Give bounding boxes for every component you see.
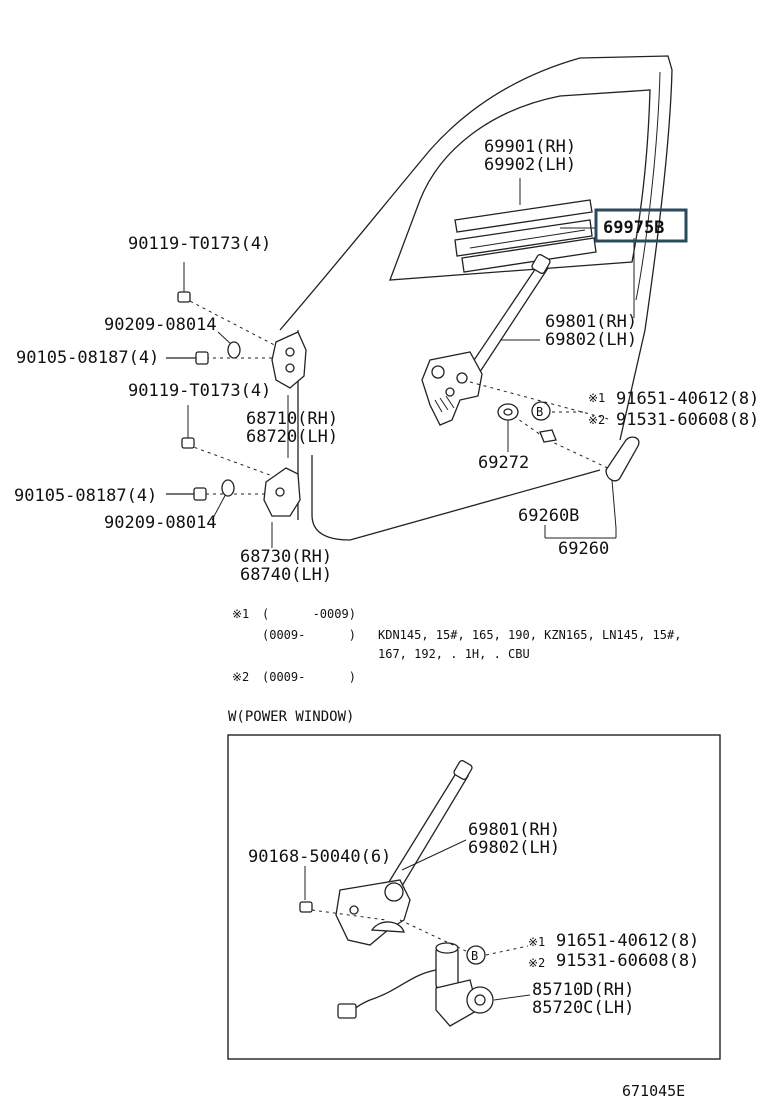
label-handle-69260: 69260 [558,539,609,559]
bolt-lower-icon [181,437,195,449]
washer-upper-icon [227,341,241,359]
label-bolt-b2: 91531-60608(8) [616,410,759,430]
label-washer-lower: 90209-08014 [104,513,217,533]
label-mark-2: ※2 [588,413,605,427]
note-1b-range: (0009- ) [262,628,356,642]
clip-icon [539,429,557,443]
note-1-mark: ※1 [232,607,249,621]
power-window-regulator[interactable] [335,760,473,946]
screw-lower-icon [166,487,207,501]
label-screw-lower: 90105-08187(4) [14,486,157,506]
note-1b-models-cont: 167, 192, . 1H, . CBU [378,647,530,661]
note-2-mark: ※2 [232,670,249,684]
pw-label-bolt: 90168-50040(6) [248,847,391,867]
bolt-upper-icon [177,291,191,303]
note-1-range: ( -0009) [262,607,356,621]
pw-label-bolt-b2: 91531-60608(8) [556,951,699,971]
power-window-motor[interactable] [337,942,494,1027]
pw-label-mark-2: ※2 [528,956,545,970]
pw-label-regulator-rh: 69801(RH) [468,820,560,840]
pw-label-regulator-lh: 69802(LH) [468,838,560,858]
label-b-callout: B [536,405,543,419]
pw-label-b-callout: B [471,949,478,963]
pw-label-motor-lh: 85720C(LH) [532,998,634,1018]
washer-69272-icon [497,403,519,421]
pw-leader-lines [304,839,531,1001]
pw-label-bolt-b1: 91651-40612(8) [556,931,699,951]
pw-label-motor-rh: 85710D(RH) [532,980,634,1000]
highlight-box [594,208,688,243]
pw-bolt-icon [299,901,313,913]
pw-label-mark-1: ※1 [528,935,545,949]
label-bolt-mid: 90119-T0173(4) [128,381,271,401]
diagram-code: 671045E [622,1082,685,1100]
label-washer-69272: 69272 [478,453,529,473]
glass-channel-part[interactable] [454,178,597,273]
b-callout-circle-icon [531,401,551,421]
label-hinge-lower-rh: 68730(RH) [240,547,332,567]
note-1b-models: KDN145, 15#, 165, 190, KZN165, LN145, 15… [378,628,681,642]
manual-window-regulator[interactable] [421,254,551,426]
washer-lower-icon [221,479,235,497]
label-glass-channel-rh: 69901(RH) [484,137,576,157]
label-glass-channel-lh: 69902(LH) [484,155,576,175]
power-window-title: W(POWER WINDOW) [228,709,354,725]
label-screw-upper: 90105-08187(4) [16,348,159,368]
window-handle-icon[interactable] [605,436,640,482]
label-mark-1: ※1 [588,391,605,405]
label-hinge-lower-lh: 68740(LH) [240,565,332,585]
label-highlighted-part[interactable]: 69975B [603,218,664,238]
label-hinge-upper-rh: 68710(RH) [246,409,338,429]
pw-b-callout-circle-icon [466,945,486,965]
label-regulator-lh: 69802(LH) [545,330,637,350]
label-bolt-top: 90119-T0173(4) [128,234,271,254]
label-bolt-b1: 91651-40612(8) [616,389,759,409]
label-handle-69260b: 69260B [518,506,579,526]
screw-upper-icon [166,351,209,365]
power-window-frame [227,734,721,1060]
lower-hinge[interactable] [263,467,301,517]
upper-hinge[interactable] [271,331,307,389]
label-hinge-upper-lh: 68720(LH) [246,427,338,447]
label-washer-upper: 90209-08014 [104,315,217,335]
note-2-range: (0009- ) [262,670,356,684]
door-outline [279,55,673,541]
label-regulator-rh: 69801(RH) [545,312,637,332]
